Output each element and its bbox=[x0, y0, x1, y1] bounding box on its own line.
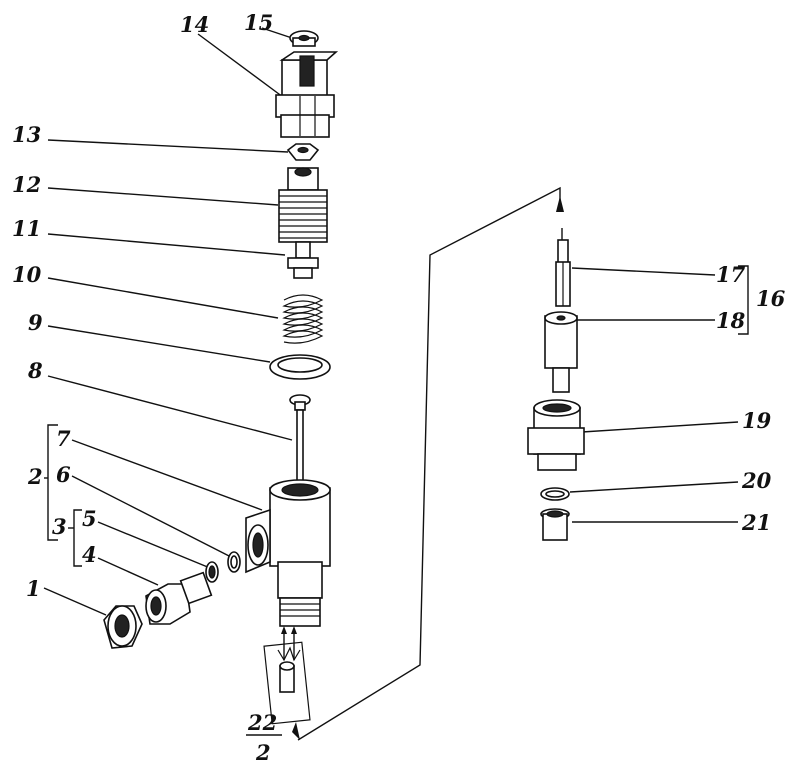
label-15: 15 bbox=[244, 10, 273, 35]
label-10: 10 bbox=[12, 262, 42, 287]
label-9: 9 bbox=[28, 310, 43, 335]
label-11: 11 bbox=[12, 216, 41, 241]
label-19: 19 bbox=[742, 408, 772, 433]
label-4: 4 bbox=[82, 542, 97, 567]
label-3: 3 bbox=[52, 514, 67, 539]
part-18-nozzle-body bbox=[544, 311, 578, 393]
assembly-path bbox=[263, 186, 564, 741]
label-22: 22 bbox=[247, 710, 277, 735]
label-1: 1 bbox=[26, 576, 41, 601]
part-15-cap bbox=[289, 30, 319, 47]
part-21-sleeve bbox=[540, 508, 570, 541]
part-20-washer bbox=[540, 487, 570, 501]
label-14: 14 bbox=[180, 12, 209, 37]
part-6-washer bbox=[227, 551, 241, 573]
part-7-injector-body bbox=[245, 479, 331, 627]
label-5: 5 bbox=[82, 506, 97, 531]
part-5-washer bbox=[205, 561, 219, 583]
part-13-nut bbox=[286, 143, 320, 161]
label-16: 16 bbox=[756, 286, 786, 311]
leader-lines bbox=[43, 27, 749, 736]
label-6: 6 bbox=[56, 462, 71, 487]
label-2: 2 bbox=[27, 464, 43, 489]
part-12-adjusting-screw bbox=[278, 167, 328, 243]
part-19-nozzle-nut bbox=[527, 399, 585, 471]
part-22-pin bbox=[279, 661, 295, 693]
part-1-knurled-nut bbox=[103, 605, 143, 649]
label-8: 8 bbox=[27, 358, 43, 383]
label-12: 12 bbox=[12, 172, 41, 197]
label-20: 20 bbox=[741, 468, 772, 493]
label-18: 18 bbox=[716, 308, 746, 333]
part-11-spring-seat bbox=[287, 241, 319, 279]
label-22-denominator: 2 bbox=[255, 740, 271, 765]
arrow-up-bottom bbox=[292, 722, 300, 740]
part-9-washer bbox=[269, 354, 331, 380]
part-4-union bbox=[145, 571, 213, 625]
label-7: 7 bbox=[56, 426, 71, 451]
part-10-spring bbox=[282, 294, 324, 344]
label-17: 17 bbox=[716, 262, 746, 287]
arrow-up-right bbox=[556, 196, 564, 212]
part-14-cap-nut bbox=[275, 51, 339, 138]
label-13: 13 bbox=[12, 122, 41, 147]
part-17-needle bbox=[555, 228, 571, 307]
part-8-push-rod bbox=[289, 394, 311, 483]
label-21: 21 bbox=[741, 510, 771, 535]
callout-labels: 14 15 13 12 11 10 9 8 7 2 6 3 5 4 1 17 1… bbox=[12, 10, 786, 765]
